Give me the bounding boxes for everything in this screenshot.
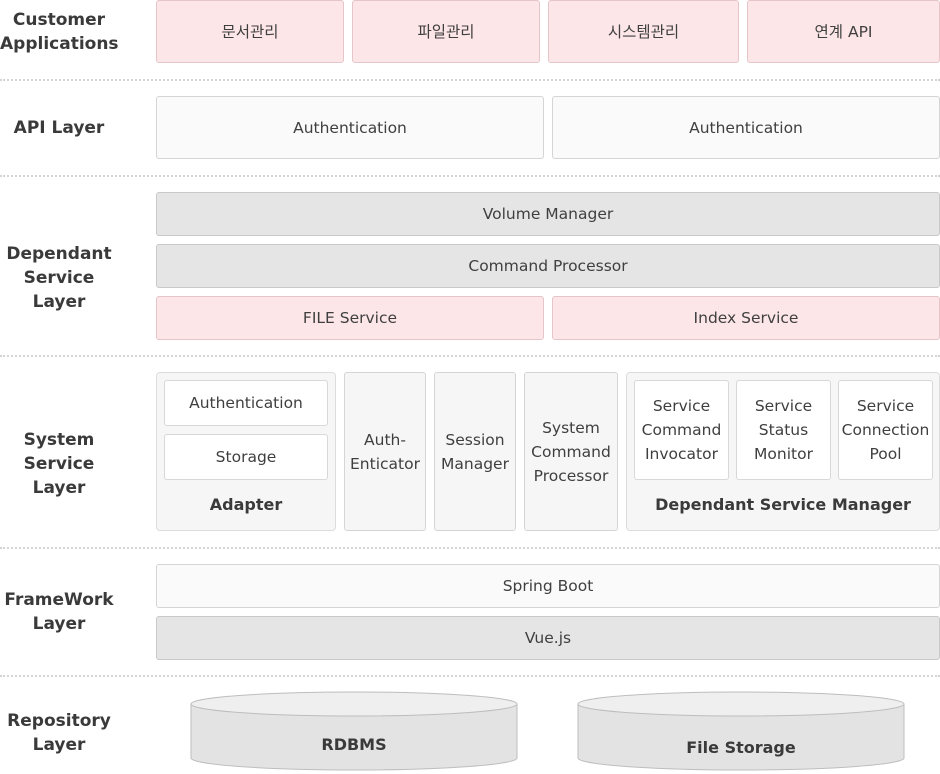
service-command-invocator-box: Service Command Invocator	[634, 380, 729, 480]
spring-boot-box: Spring Boot	[156, 564, 940, 608]
spring-boot-label: Spring Boot	[502, 577, 594, 595]
file-service-box: FILE Service	[156, 296, 544, 340]
api-box-label: Authentication	[689, 118, 803, 137]
command-processor-box: Command Processor	[156, 244, 940, 288]
api-authentication-box: Authentication	[156, 96, 544, 159]
adapter-storage-box: Storage	[164, 434, 328, 480]
system-command-processor-label: System Command Processor	[531, 419, 611, 485]
service-connection-pool-box: Service Connection Pool	[838, 380, 933, 480]
rdbms-cylinder: RDBMS	[190, 691, 518, 771]
index-service-box: Index Service	[552, 296, 940, 340]
layer-separator	[0, 79, 940, 81]
adapter-title: Adapter	[209, 495, 283, 514]
rdbms-cylinder-top	[190, 691, 518, 717]
layer-separator	[0, 675, 940, 677]
file-service-label: FILE Service	[302, 309, 398, 327]
file-storage-cylinder-body	[577, 704, 905, 771]
file-storage-cylinder: File Storage	[577, 691, 905, 771]
customer-app-label: 시스템관리	[607, 22, 680, 41]
auth-enticator-box: Auth- Enticator	[344, 372, 426, 531]
api-box-label: Authentication	[293, 118, 407, 137]
auth-enticator-label: Auth- Enticator	[350, 430, 420, 473]
command-processor-label: Command Processor	[468, 257, 628, 275]
rdbms-label: RDBMS	[321, 735, 386, 754]
session-manager-label: Session Manager	[441, 430, 509, 473]
layer-label-framework: FrameWork Layer	[4, 590, 114, 634]
layer-label-dependant-service: Dependant Service Layer	[6, 244, 112, 312]
api-authentication-box: Authentication	[552, 96, 940, 159]
volume-manager-box: Volume Manager	[156, 192, 940, 236]
layer-separator	[0, 355, 940, 357]
customer-app-label: 연계 API	[814, 22, 873, 41]
customer-app-integration-api: 연계 API	[747, 0, 940, 63]
vue-label: Vue.js	[524, 629, 572, 647]
system-command-processor-box: System Command Processor	[524, 372, 618, 531]
customer-app-file-management: 파일관리	[352, 0, 540, 63]
volume-manager-label: Volume Manager	[482, 205, 614, 223]
adapter-group: Authentication Storage Adapter	[156, 372, 336, 531]
session-manager-box: Session Manager	[434, 372, 516, 531]
file-storage-cylinder-top	[577, 691, 905, 717]
layer-label-system-service: System Service Layer	[23, 430, 95, 498]
rdbms-cylinder-body	[190, 704, 518, 771]
layer-separator	[0, 547, 940, 549]
customer-app-document-management: 문서관리	[156, 0, 344, 63]
adapter-item-label: Authentication	[189, 394, 303, 412]
customer-app-label: 파일관리	[417, 22, 475, 41]
dependant-service-manager-title: Dependant Service Manager	[655, 495, 911, 514]
dsm-item-label: Service Connection Pool	[841, 397, 930, 463]
file-storage-label: File Storage	[686, 738, 796, 757]
index-service-label: Index Service	[693, 309, 799, 327]
dependant-service-manager-group: Service Command Invocator Service Status…	[626, 372, 940, 531]
service-status-monitor-box: Service Status Monitor	[736, 380, 831, 480]
customer-app-system-management: 시스템관리	[548, 0, 739, 63]
dsm-item-label: Service Command Invocator	[641, 397, 722, 463]
dsm-item-label: Service Status Monitor	[754, 397, 813, 463]
adapter-item-label: Storage	[215, 448, 277, 466]
layer-label-customer-applications: Customer Applications	[0, 10, 119, 54]
layer-separator	[0, 175, 940, 177]
adapter-authentication-box: Authentication	[164, 380, 328, 426]
layer-label-api: API Layer	[13, 118, 105, 138]
vue-box: Vue.js	[156, 616, 940, 660]
layer-label-repository: Repository Layer	[7, 711, 111, 755]
customer-app-label: 문서관리	[221, 22, 279, 41]
